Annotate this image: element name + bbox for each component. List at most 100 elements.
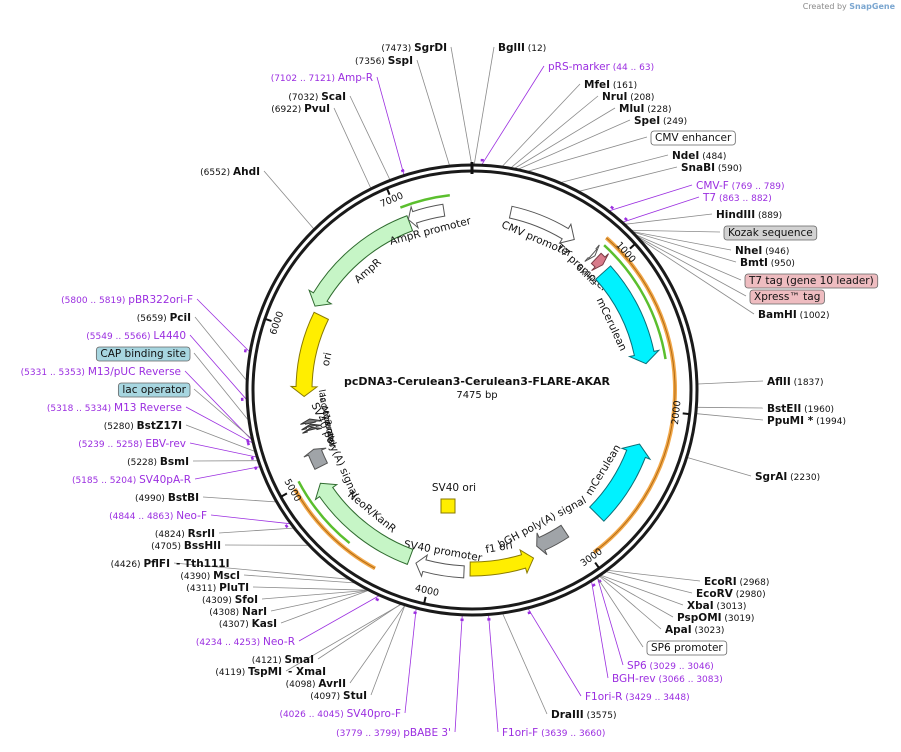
site-ndei[interactable]: NdeI (484) <box>672 150 726 162</box>
site-name: BssHII <box>184 540 221 552</box>
site-bglii[interactable]: BglII (12) <box>498 42 546 54</box>
feature-sv40-poly-a-signal[interactable] <box>303 447 329 470</box>
feature-ampr[interactable] <box>308 215 414 307</box>
label-connector <box>210 514 290 525</box>
feature-mcerulean1[interactable] <box>594 265 661 365</box>
site-bamhi[interactable]: BamHI (1002) <box>758 309 830 321</box>
site-bsteii[interactable]: BstEII (1960) <box>767 403 834 415</box>
site-neo-f[interactable]: (4844 .. 4863) Neo-F <box>109 510 207 522</box>
feature-t7-promoter[interactable] <box>584 244 600 262</box>
site-bsshii[interactable]: (4705) BssHII <box>151 540 221 552</box>
site-sp6-promoter[interactable]: SP6 promoter <box>646 640 728 656</box>
feature-ori[interactable] <box>289 311 330 398</box>
site-l4440[interactable]: (5549 .. 5566) L4440 <box>86 330 186 342</box>
site-tth111i[interactable]: - Tth111I <box>176 558 230 570</box>
site-position: (249) <box>660 117 687 127</box>
site-smai[interactable]: (4121) SmaI <box>252 654 314 666</box>
site-prs-marker[interactable]: pRS-marker (44 .. 63) <box>548 61 654 73</box>
site-sfoi[interactable]: (4309) SfoI <box>202 594 258 606</box>
site-nhei[interactable]: NheI (946) <box>735 245 789 257</box>
sv40-ori-box[interactable] <box>440 498 456 514</box>
feature-cmv-promoter[interactable] <box>508 205 575 244</box>
site-scai[interactable]: (7032) ScaI <box>288 91 346 103</box>
site-amp-r[interactable]: (7102 .. 7121) Amp-R <box>271 72 373 84</box>
site-bmti[interactable]: BmtI (950) <box>740 257 795 269</box>
site-draiii[interactable]: DraIII (3575) <box>551 709 617 721</box>
site-bstz17i[interactable]: (5280) BstZ17I <box>104 420 182 432</box>
site-xbai[interactable]: XbaI (3013) <box>687 600 746 612</box>
site-avrii[interactable]: (4098) AvrII <box>286 678 346 690</box>
site-ecorv[interactable]: EcoRV (2980) <box>696 588 766 600</box>
site-f1ori-r[interactable]: F1ori-R (3429 .. 3448) <box>585 691 690 703</box>
site-pvui[interactable]: (6922) PvuI <box>271 103 330 115</box>
feature-lac-operator[interactable] <box>301 423 322 431</box>
site-ecori[interactable]: EcoRI (2968) <box>704 576 769 588</box>
feature-sv40-promoter[interactable] <box>415 553 465 579</box>
site-position: (4308) <box>209 608 242 618</box>
site-sgrai[interactable]: SgrAI (2230) <box>755 471 820 483</box>
site-xmai[interactable]: - XmaI <box>288 666 326 678</box>
site-sgrdi[interactable]: (7473) SgrDI <box>381 42 447 54</box>
tick-label: 6000 <box>268 310 286 336</box>
site-t7[interactable]: T7 (863 .. 882) <box>702 192 772 204</box>
site-label: SnaBI (590) <box>681 162 742 174</box>
site-sspi[interactable]: (7356) SspI <box>355 55 413 67</box>
label-connector <box>697 380 764 385</box>
site-spei[interactable]: SpeI (249) <box>634 115 687 127</box>
site-cmv-enhancer[interactable]: CMV enhancer <box>650 130 736 146</box>
site-neo-r[interactable]: (4234 .. 4253) Neo-R <box>196 636 295 648</box>
site-cap-binding-site[interactable]: CAP binding site <box>95 346 191 362</box>
site-aflii[interactable]: AflII (1837) <box>767 376 824 388</box>
site-sv40pro-f[interactable]: (4026 .. 4045) SV40pro-F <box>279 708 401 720</box>
label-connector <box>416 59 450 166</box>
site-stui[interactable]: (4097) StuI <box>310 690 367 702</box>
site-ebv-rev[interactable]: (5239 .. 5258) EBV-rev <box>78 438 186 450</box>
site-xpress-tag[interactable]: Xpress™ tag <box>749 289 825 305</box>
site-nrui[interactable]: NruI (208) <box>602 91 654 103</box>
feature-lac-promoter[interactable] <box>300 418 321 425</box>
site-mfei[interactable]: MfeI (161) <box>584 79 637 91</box>
snapgene-credit: Created by SnapGene <box>803 2 895 11</box>
site-sv40pa-r[interactable]: (5185 .. 5204) SV40pA-R <box>72 474 191 486</box>
site-nari[interactable]: (4308) NarI <box>209 606 267 618</box>
site-name: BsmI <box>160 456 189 468</box>
site-bgh-rev[interactable]: BGH-rev (3066 .. 3083) <box>612 673 723 685</box>
site-f1ori-f[interactable]: F1ori-F (3639 .. 3660) <box>502 727 605 739</box>
label-connector <box>599 576 662 630</box>
feature-m13-rev[interactable] <box>302 426 322 434</box>
site-m13-puc-reverse[interactable]: (5331 .. 5353) M13/pUC Reverse <box>21 366 181 378</box>
site-t7-tag-gene-10-leader[interactable]: T7 tag (gene 10 leader) <box>744 273 879 289</box>
site-kasi[interactable]: (4307) KasI <box>219 618 277 630</box>
site-pflfi[interactable]: (4426) PflFI <box>111 558 170 570</box>
site-hindiii[interactable]: HindIII (889) <box>716 209 782 221</box>
site-pcii[interactable]: (5659) PciI <box>137 312 191 324</box>
site-m13-reverse[interactable]: (5318 .. 5334) M13 Reverse <box>47 402 182 414</box>
site-kozak-sequence[interactable]: Kozak sequence <box>723 225 818 241</box>
feature-6xhis[interactable] <box>590 252 609 272</box>
site-pbr322ori-f[interactable]: (5800 .. 5819) pBR322ori-F <box>61 294 193 306</box>
feature-ampr-promoter[interactable] <box>407 203 446 230</box>
label-connector <box>349 95 391 180</box>
site-name: DraIII <box>551 709 584 721</box>
site-mlui[interactable]: MluI (228) <box>619 103 672 115</box>
site-label: (5318 .. 5334) M13 Reverse <box>47 402 182 414</box>
site-sp6[interactable]: SP6 (3029 .. 3046) <box>627 660 714 672</box>
site-snabi[interactable]: SnaBI (590) <box>681 162 742 174</box>
site-ppumi[interactable]: PpuMI * (1994) <box>767 415 846 427</box>
site-rsrii[interactable]: (4824) RsrII <box>155 528 215 540</box>
site-pluti[interactable]: (4311) PluTI <box>186 582 249 594</box>
site-bstbi[interactable]: (4990) BstBI <box>135 492 199 504</box>
feature-mcerulean2[interactable] <box>588 443 652 522</box>
feature-bgh-poly-a-signal[interactable] <box>536 524 570 556</box>
site-bsmi[interactable]: (5228) BsmI <box>127 456 189 468</box>
site-cmv-f[interactable]: CMV-F (769 .. 789) <box>696 180 784 192</box>
site-pbabe-3[interactable]: (3779 .. 3799) pBABE 3' <box>336 727 451 739</box>
site-apai[interactable]: ApaI (3023) <box>665 624 724 636</box>
site-ahdi[interactable]: (6552) AhdI <box>200 166 260 178</box>
site-lac-operator[interactable]: lac operator <box>117 382 191 398</box>
feature-f1-ori[interactable] <box>469 548 535 577</box>
site-pspomi[interactable]: PspOMI (3019) <box>677 612 754 624</box>
site-tspmi[interactable]: (4119) TspMI <box>215 666 282 678</box>
site-msci[interactable]: (4390) MscI <box>180 570 240 582</box>
feature-neor-kanr[interactable] <box>314 482 414 566</box>
